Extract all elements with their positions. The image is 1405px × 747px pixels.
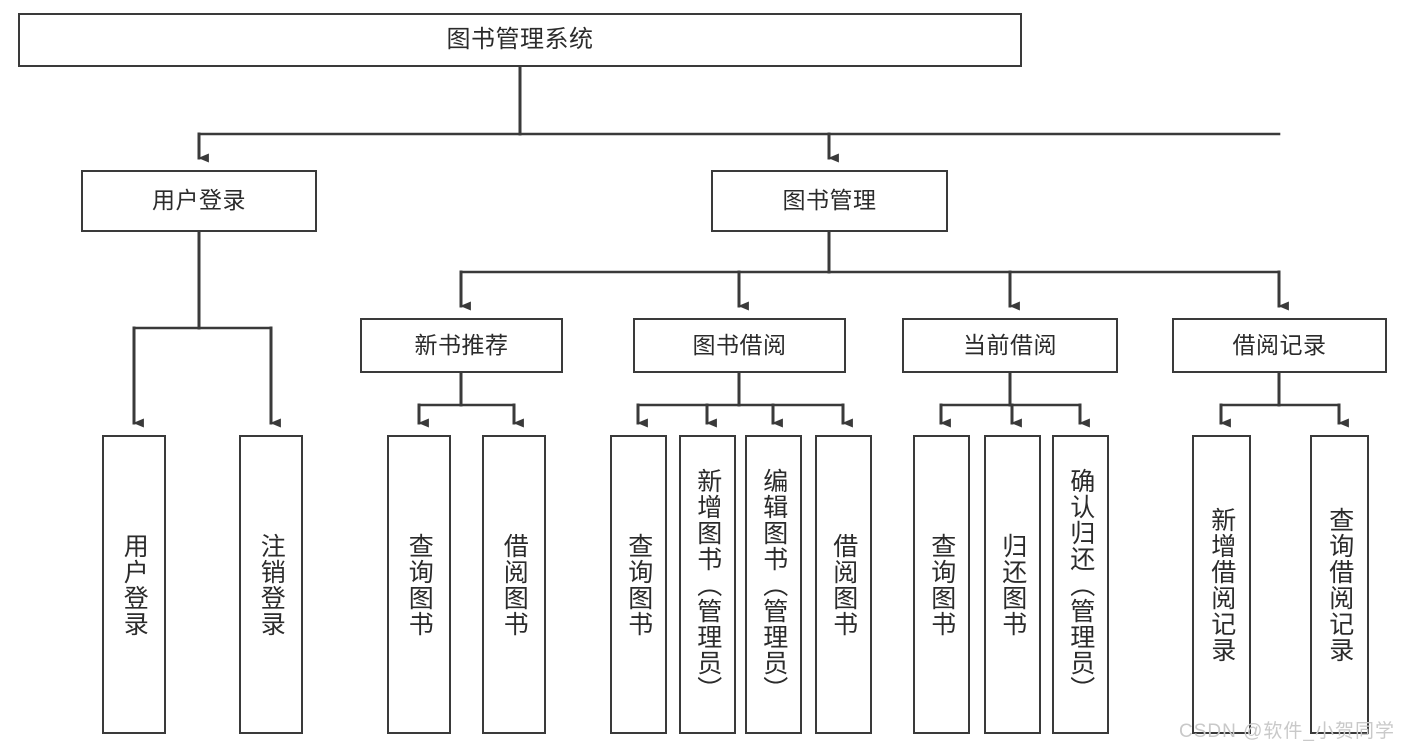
leaf-query-book-borrow[interactable]: 查询图书	[610, 435, 667, 734]
node-label: 新增借阅记录	[1207, 506, 1236, 663]
leaf-borrow-book-recommend[interactable]: 借阅图书	[482, 435, 546, 734]
node-user-login[interactable]: 用户登录	[81, 170, 317, 232]
node-label: 图书管理	[782, 187, 877, 214]
node-label: 查询图书	[405, 532, 434, 637]
leaf-edit-book-admin[interactable]: 编辑图书（管理员）	[745, 435, 802, 734]
node-root[interactable]: 图书管理系统	[18, 13, 1022, 67]
node-book-manage[interactable]: 图书管理	[711, 170, 948, 232]
leaf-return-book[interactable]: 归还图书	[984, 435, 1041, 734]
leaf-confirm-return-admin[interactable]: 确认归还（管理员）	[1052, 435, 1109, 734]
node-label: 用户登录	[152, 187, 246, 214]
leaf-query-book-recommend[interactable]: 查询图书	[387, 435, 451, 734]
leaf-add-borrow-record[interactable]: 新增借阅记录	[1192, 435, 1251, 734]
node-label: 借阅图书	[829, 532, 858, 637]
node-label: 新增图书（管理员）	[693, 467, 722, 702]
node-book-borrow[interactable]: 图书借阅	[633, 318, 846, 373]
node-label: 确认归还（管理员）	[1066, 467, 1095, 702]
node-label: 注销登录	[257, 532, 286, 637]
csdn-watermark: CSDN @软件_小贺同学	[1179, 721, 1395, 742]
node-label: 当前借阅	[963, 331, 1057, 358]
node-borrow-record[interactable]: 借阅记录	[1172, 318, 1387, 373]
node-new-book-recommend[interactable]: 新书推荐	[360, 318, 563, 373]
node-label: 图书借阅	[692, 331, 787, 358]
node-label: 借阅记录	[1232, 331, 1327, 358]
leaf-add-book-admin[interactable]: 新增图书（管理员）	[679, 435, 736, 734]
node-label: 借阅图书	[500, 532, 529, 637]
leaf-logout[interactable]: 注销登录	[239, 435, 303, 734]
leaf-query-book-current[interactable]: 查询图书	[913, 435, 970, 734]
node-current-borrow[interactable]: 当前借阅	[902, 318, 1118, 373]
node-label: 编辑图书（管理员）	[759, 467, 788, 702]
node-label: 查询图书	[927, 532, 956, 637]
node-label: 查询图书	[624, 532, 653, 637]
node-label: 归还图书	[998, 532, 1027, 637]
leaf-query-borrow-record[interactable]: 查询借阅记录	[1310, 435, 1369, 734]
leaf-user-login[interactable]: 用户登录	[102, 435, 166, 734]
node-label: 查询借阅记录	[1325, 506, 1354, 663]
node-label: 用户登录	[120, 532, 149, 637]
node-label: 图书管理系统	[446, 25, 594, 53]
leaf-borrow-book[interactable]: 借阅图书	[815, 435, 872, 734]
node-label: 新书推荐	[414, 331, 509, 358]
